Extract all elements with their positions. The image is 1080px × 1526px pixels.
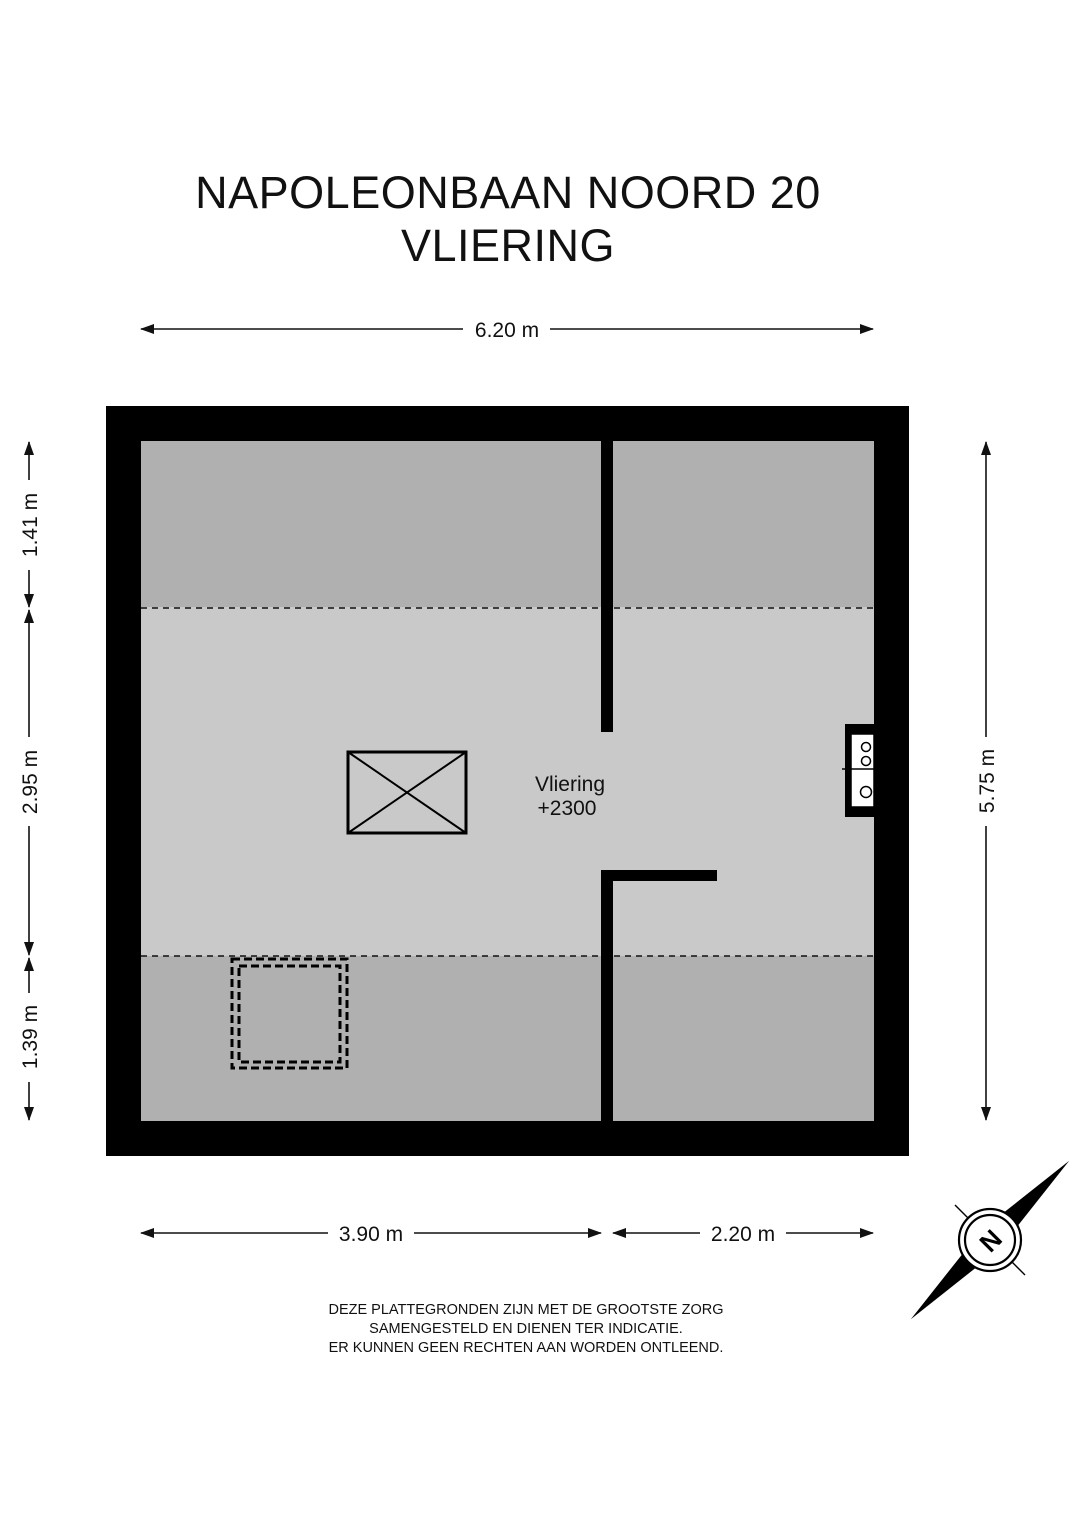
dimension-bottom: 3.90 m 2.20 m [140,1223,874,1246]
interior-wall-upper [601,441,613,732]
disclaimer-line-2: SAMENGESTELD EN DIENEN TER INDICATIE. [369,1321,683,1337]
plan-title-floor: VLIERING [400,220,616,271]
interior-wall-stub [601,870,717,881]
wall-unit [842,724,875,817]
dimension-left-bottom-label: 1.39 m [19,1005,42,1069]
skylight [230,957,349,1070]
dimension-bottom-left-label: 3.90 m [339,1223,403,1246]
room-name: Vliering [535,773,605,796]
interior-wall-lower [601,870,613,1121]
dimension-right-height: 5.75 m [976,441,999,1121]
floor-low-ceiling-top [141,441,874,607]
dimension-bottom-right-label: 2.20 m [711,1223,775,1246]
dimension-left: 1.41 m 2.95 m 1.39 m [19,441,42,1121]
floor-low-ceiling-bottom [141,956,874,1121]
disclaimer-line-3: ER KUNNEN GEEN RECHTEN AAN WORDEN ONTLEE… [328,1340,724,1356]
north-arrow-icon: N [910,1160,1070,1320]
plan-title-address: NAPOLEONBAAN NOORD 20 [195,167,821,218]
disclaimer-line-1: DEZE PLATTEGRONDEN ZIJN MET DE GROOTSTE … [328,1302,724,1318]
dimension-top-width-label: 6.20 m [475,319,539,342]
dimension-top-width: 6.20 m [140,319,874,342]
dimension-right-height-label: 5.75 m [976,749,999,813]
disclaimer: DEZE PLATTEGRONDEN ZIJN MET DE GROOTSTE … [0,1301,1052,1358]
dimension-left-middle-label: 2.95 m [19,750,42,814]
attic-hatch [346,750,468,835]
dimension-left-top-label: 1.41 m [19,493,42,557]
room-level: +2300 [538,797,597,820]
